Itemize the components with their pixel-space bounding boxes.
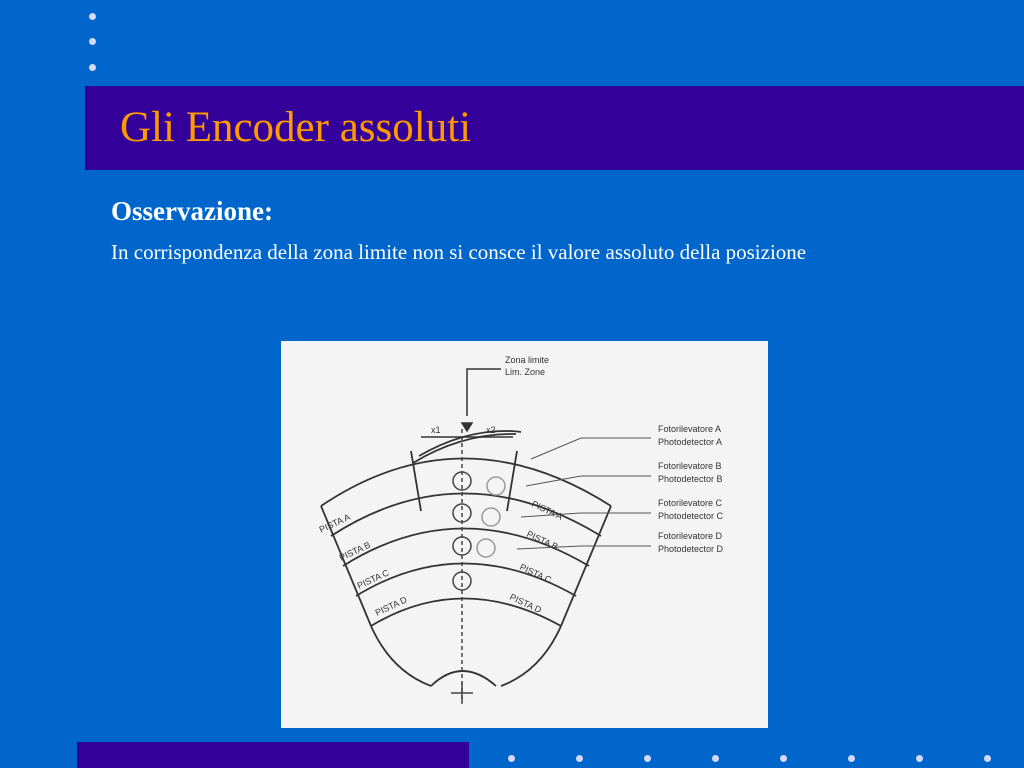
encoder-diagram: Zona limite Lim. Zone x1 x2 Fotorilevato… xyxy=(281,341,768,728)
photodetector-label: Photodetector B xyxy=(658,474,723,484)
encoder-diagram-svg: Zona limite Lim. Zone x1 x2 Fotorilevato… xyxy=(318,355,724,704)
track-hole xyxy=(481,507,501,527)
body-text: In corrispondenza della zona limite non … xyxy=(111,240,807,264)
leader-lines xyxy=(516,437,651,550)
ring-arc xyxy=(320,505,372,627)
ring-label: PISTA A xyxy=(318,512,352,535)
track-hole xyxy=(452,571,472,591)
ring-arc xyxy=(355,562,577,597)
photodetector-label: Photodetector A xyxy=(658,437,722,447)
track-hole xyxy=(476,538,496,558)
encoder-rings xyxy=(320,430,612,687)
dot xyxy=(89,38,96,45)
angle-label: x2 xyxy=(486,425,496,435)
ring-arc xyxy=(560,505,612,627)
ring-arc xyxy=(500,625,562,687)
dot xyxy=(89,64,96,71)
subheading: Osservazione: xyxy=(111,196,273,226)
ring-arc xyxy=(410,450,422,512)
angle-label: x1 xyxy=(431,425,441,435)
track-hole xyxy=(486,476,506,496)
dot xyxy=(508,755,515,762)
photodetector-label: Fotorilevatore C xyxy=(658,498,723,508)
dot xyxy=(848,755,855,762)
dot xyxy=(644,755,651,762)
title-bar xyxy=(85,86,1024,170)
track-hole xyxy=(452,536,472,556)
photodetector-label: Fotorilevatore D xyxy=(658,531,723,541)
ring-arc xyxy=(370,597,562,627)
photodetector-label: Fotorilevatore A xyxy=(658,424,721,434)
dot xyxy=(916,755,923,762)
zone-pointer xyxy=(421,368,513,438)
zone-label: Lim. Zone xyxy=(505,367,545,377)
ring-arc xyxy=(320,457,612,507)
slide-title: Gli Encoder assoluti xyxy=(120,104,472,151)
dot xyxy=(89,13,96,20)
ring-arc xyxy=(506,450,518,512)
ring-label: PISTA D xyxy=(508,592,543,616)
zone-label: Zona limite xyxy=(505,355,549,365)
ring-arc xyxy=(342,527,590,567)
ring-arc xyxy=(412,433,517,464)
ring-label: PISTA A xyxy=(530,499,564,522)
ring-arc xyxy=(370,625,432,687)
ring-arc xyxy=(330,492,602,537)
dot xyxy=(576,755,583,762)
center-markers xyxy=(451,429,506,704)
footer-bar xyxy=(77,742,469,768)
photodetector-label: Photodetector C xyxy=(658,511,724,521)
dot xyxy=(712,755,719,762)
photodetector-label: Fotorilevatore B xyxy=(658,461,722,471)
hub-arc xyxy=(430,670,497,687)
photodetector-label: Photodetector D xyxy=(658,544,724,554)
dot xyxy=(984,755,991,762)
dot xyxy=(780,755,787,762)
ring-arc xyxy=(418,430,522,457)
